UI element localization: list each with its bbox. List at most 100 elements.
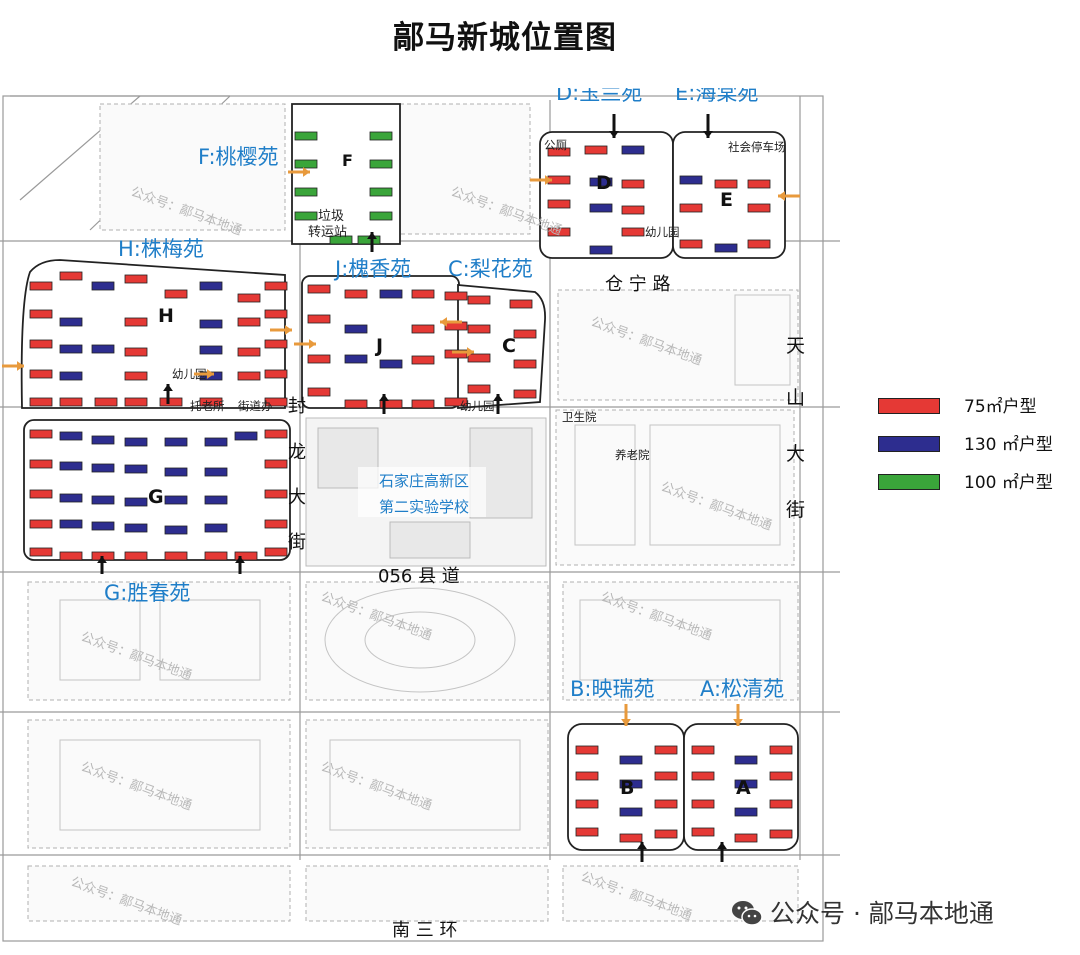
housing-unit: [369, 159, 393, 169]
housing-unit: [307, 387, 331, 397]
housing-unit: [164, 525, 188, 535]
road-county-056: 056 县 道: [378, 566, 460, 587]
housing-unit: [94, 397, 118, 407]
housing-unit: [91, 463, 115, 473]
housing-unit: [654, 829, 678, 839]
housing-unit: [264, 369, 288, 379]
housing-unit: [29, 429, 53, 439]
housing-unit: [329, 235, 353, 245]
housing-unit: [264, 281, 288, 291]
housing-unit: [199, 397, 223, 407]
svg-text:石家庄高新区: 石家庄高新区: [379, 472, 469, 490]
housing-unit: [124, 317, 148, 327]
housing-unit: [264, 547, 288, 557]
housing-unit: [164, 437, 188, 447]
road-fenglong: 封 龙 大 街: [288, 396, 306, 553]
wechat-icon: [732, 901, 763, 926]
legend: 75㎡户型 130 ㎡户型 100 ㎡户型: [878, 392, 1078, 506]
block-letters: D E F H J C G B A: [148, 151, 751, 799]
housing-unit: [547, 199, 571, 209]
housing-unit: [59, 397, 83, 407]
site-map: D E F H J C G B A D:玉兰苑 E:海棠苑 F:桃樱苑 H:株梅…: [0, 88, 840, 942]
arrow-head: [97, 556, 107, 563]
housing-unit: [747, 239, 771, 249]
housing-unit: [444, 397, 468, 407]
housing-unit: [124, 437, 148, 447]
housing-unit: [369, 187, 393, 197]
label-kindergarten-c: 幼儿园: [460, 399, 495, 413]
school-label: 石家庄高新区 第二实验学校: [358, 467, 486, 517]
housing-unit: [589, 245, 613, 255]
block-letter-B: B: [620, 777, 634, 799]
housing-unit: [164, 467, 188, 477]
block-H-outline: [20, 259, 286, 409]
housing-unit: [59, 271, 83, 281]
housing-unit: [124, 464, 148, 474]
legend-label: 100 ㎡户型: [964, 473, 1053, 493]
housing-unit: [307, 284, 331, 294]
housing-unit: [734, 779, 758, 789]
facility-labels: 公厕 社会停车场 幼儿园 垃圾 转运站 幼儿园 托老所 街道办 幼儿园 卫生院 …: [172, 138, 786, 462]
housing-unit: [691, 799, 715, 809]
housing-unit: [164, 551, 188, 561]
label-D: D:玉兰苑: [556, 88, 642, 105]
housing-unit: [467, 384, 491, 394]
housing-unit: [547, 147, 571, 157]
arrow-head: [235, 556, 245, 563]
housing-unit: [164, 289, 188, 299]
label-parking: 社会停车场: [728, 140, 786, 154]
housing-unit: [124, 371, 148, 381]
housing-unit: [411, 289, 435, 299]
arrow-head: [467, 347, 474, 357]
arrow-head: [733, 719, 743, 726]
housing-unit: [509, 299, 533, 309]
housing-unit: [199, 345, 223, 355]
svg-text:第二实验学校: 第二实验学校: [379, 498, 469, 516]
block-letter-D: D: [596, 172, 612, 194]
block-letter-H: H: [158, 305, 174, 327]
housing-unit: [124, 274, 148, 284]
housing-unit: [654, 799, 678, 809]
legend-item-100: 100 ㎡户型: [878, 468, 1078, 506]
arrow-head: [309, 339, 316, 349]
label-F: F:桃樱苑: [198, 145, 279, 169]
housing-unit: [264, 489, 288, 499]
housing-unit: [29, 459, 53, 469]
housing-unit: [621, 205, 645, 215]
housing-unit: [264, 397, 288, 407]
housing-unit: [204, 495, 228, 505]
svg-text:龙: 龙: [288, 442, 306, 463]
housing-unit: [204, 437, 228, 447]
road-tianshan: 天 山 大 街: [786, 335, 805, 521]
housing-unit: [307, 354, 331, 364]
housing-unit: [294, 131, 318, 141]
svg-text:山: 山: [786, 387, 805, 409]
housing-unit: [734, 833, 758, 843]
housing-unit: [344, 399, 368, 409]
legend-item-75: 75㎡户型: [878, 392, 1078, 430]
svg-text:街: 街: [786, 499, 805, 521]
housing-unit: [234, 551, 258, 561]
legend-swatch-green: [878, 474, 940, 490]
housing-unit: [91, 495, 115, 505]
label-A: A:松清苑: [700, 677, 784, 701]
housing-unit: [59, 431, 83, 441]
housing-unit: [199, 319, 223, 329]
block-letter-E: E: [720, 189, 733, 211]
arrow-head: [609, 131, 619, 138]
housing-unit: [344, 324, 368, 334]
housing-unit: [379, 289, 403, 299]
housing-unit: [747, 179, 771, 189]
arrow-head: [163, 384, 173, 391]
community-labels: D:玉兰苑 E:海棠苑 F:桃樱苑 H:株梅苑 J:槐香苑 C:梨花苑 G:胜春…: [104, 88, 784, 701]
arrow-head: [717, 842, 727, 849]
housing-unit: [59, 551, 83, 561]
housing-unit: [379, 359, 403, 369]
housing-unit: [411, 355, 435, 365]
arrow-head: [207, 369, 214, 379]
housing-unit: [691, 827, 715, 837]
housing-unit: [444, 291, 468, 301]
label-garbage-2: 转运站: [308, 225, 347, 240]
housing-unit: [714, 179, 738, 189]
housing-unit: [679, 203, 703, 213]
